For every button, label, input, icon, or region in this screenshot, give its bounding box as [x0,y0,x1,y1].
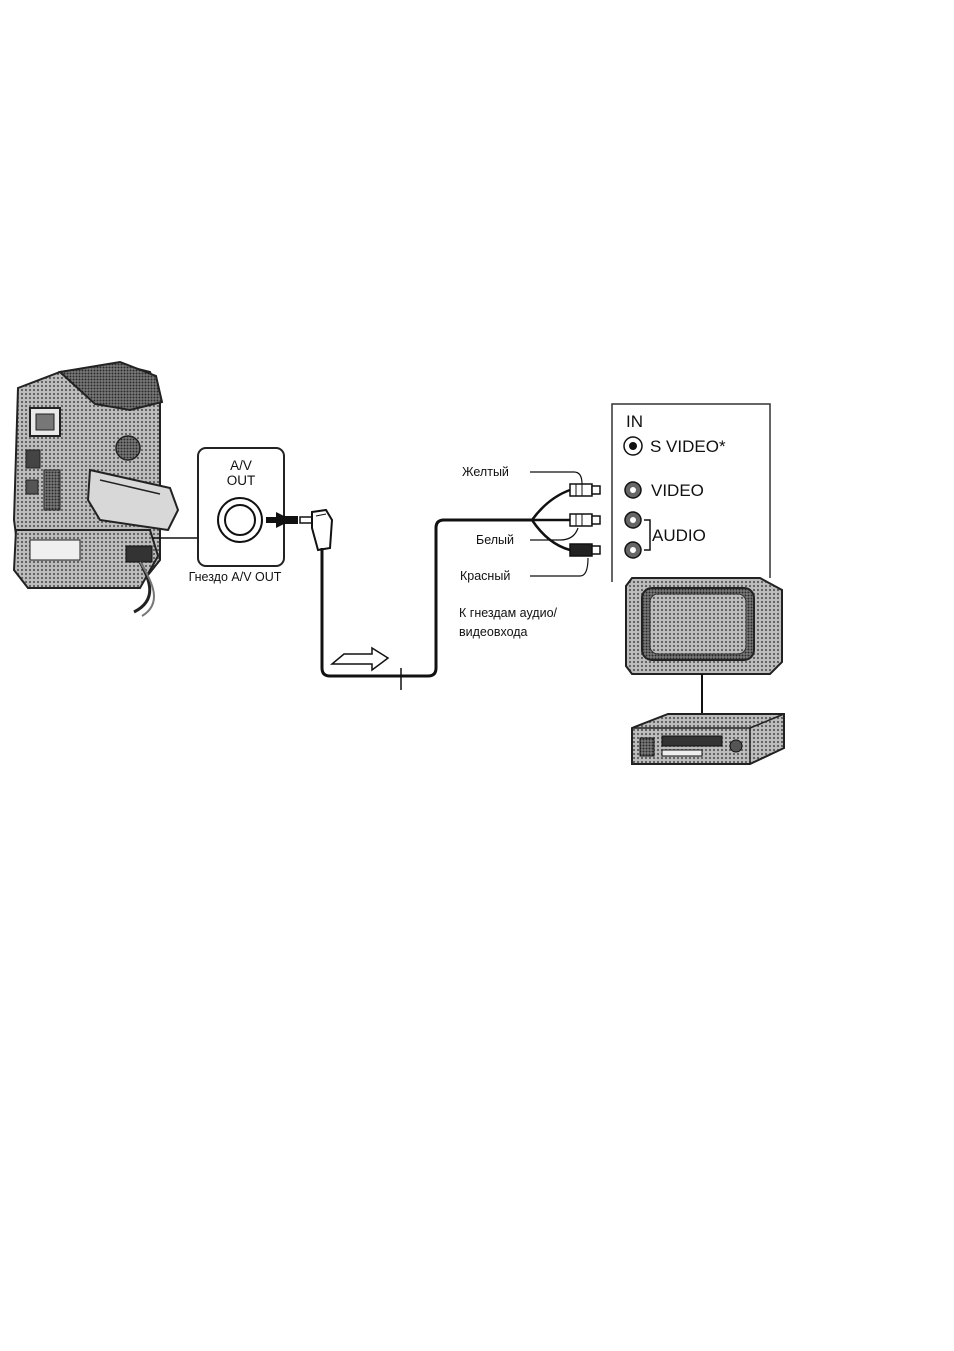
wire-label-red: Красный [460,569,510,583]
av-out-jack-callout: A/V OUT [198,448,284,566]
mini-plug [300,510,332,550]
wire-label-white: Белый [476,533,514,547]
rca-plug-red [570,544,600,556]
av-out-jack-inner [225,505,255,535]
rca-plug-yellow [570,484,600,496]
wire-label-yellow: Желтый [462,465,509,479]
s-video-jack-pin [629,442,637,450]
insert-arrow-shaft [282,516,298,524]
video-jack-pin [630,487,636,493]
destination-line1: К гнездам аудио/ [459,606,558,620]
tv-illustration [626,578,782,674]
vcr-illustration [632,714,784,764]
av-out-label-line1: A/V [230,458,252,473]
video-label: VIDEO [651,481,704,500]
rca-plug-white [570,514,600,526]
audio-left-jack-pin [630,517,636,523]
tv-input-panel: IN S VIDEO* VIDEO AUDIO [612,404,770,582]
cable-fan-out [532,490,570,550]
s-video-label: S VIDEO* [650,437,726,456]
av-out-label-line2: OUT [227,473,256,488]
signal-flow-arrow-icon [332,648,388,670]
destination-line2: видеовхода [459,625,528,639]
audio-right-jack-pin [630,547,636,553]
camcorder-illustration [14,362,178,616]
audio-bracket [644,520,650,550]
in-label: IN [626,412,643,431]
audio-label: AUDIO [652,526,706,545]
av-out-caption: Гнездо A/V OUT [189,570,282,584]
